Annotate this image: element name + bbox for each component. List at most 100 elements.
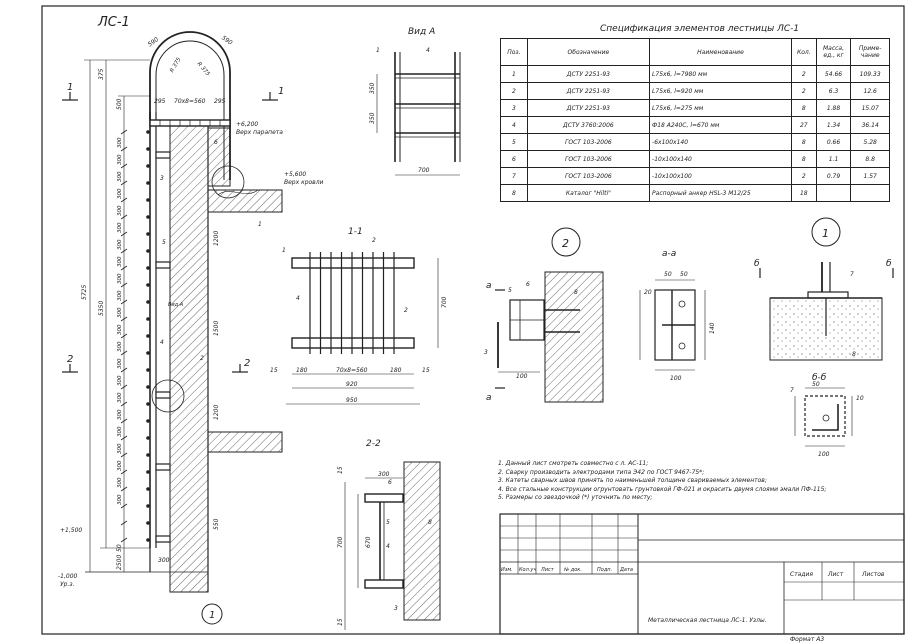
dim-2500: 2500 (116, 555, 123, 570)
elevation-dimension-ticks (120, 129, 128, 543)
callout-8b: 8 (852, 351, 856, 358)
dim-300-label: 300 (117, 460, 123, 471)
note-2: 2. Сварку производить электродами типа Э… (498, 468, 705, 476)
dim-tick (120, 197, 128, 203)
dim-tick (120, 146, 128, 152)
dim-wall-1200b: 1200 (213, 405, 220, 420)
callout-3: 3 (484, 349, 488, 356)
elev-roof: +5,600 (284, 171, 306, 178)
label-roof: Верх кровли (284, 179, 324, 186)
note-3: 3. Катеты сварных швов принять по наимен… (498, 477, 767, 485)
spec-cell: 6.3 (815, 82, 852, 100)
spec-cell: 54.66 (815, 65, 852, 83)
cut-1-left: 1 (67, 82, 73, 93)
note-4: 4. Все стальные конструкции огрунтовать … (498, 485, 827, 493)
section-1-1-drawing (286, 252, 439, 405)
spec-header-mass: Масса, ед., кг (815, 38, 852, 66)
dim-tick (120, 452, 128, 458)
aa-dim-140: 140 (709, 322, 716, 334)
dim-rung-pitch: 70х8=560 (174, 98, 206, 105)
rung-dot (146, 419, 150, 423)
spec-cell: 8 (790, 133, 817, 151)
elev-1500: +1,500 (60, 527, 82, 534)
callout-2c: 2 (200, 355, 204, 362)
spec-cell: -6х100х140 (649, 133, 792, 151)
dim-wall-1500: 1500 (213, 321, 220, 336)
spec-cell: -10х100х140 (649, 150, 792, 168)
va-dim-350b: 350 (369, 112, 376, 124)
node-1-marker (201, 603, 223, 625)
node-2-drawing (495, 227, 604, 403)
spec-cell: 7 (500, 167, 528, 185)
spec-cell: ДСТУ 3760:2006 (526, 116, 651, 134)
callout-1: 1 (376, 47, 380, 54)
s11-dim-180: 180 (296, 367, 308, 374)
callout-3b: 3 (394, 605, 398, 612)
dim-tick (120, 299, 128, 305)
spec-header-qty: Кол. (790, 38, 817, 66)
stamp-col-3: Лист (540, 567, 555, 573)
rung-dot (146, 164, 150, 168)
sheet-title: ЛС-1 (97, 15, 130, 30)
dim-top-b: 590 (220, 34, 234, 46)
section-aa-title: а-а (662, 249, 676, 259)
rung-dot (146, 504, 150, 508)
callout-6: 6 (526, 281, 530, 288)
spec-cell: 8 (790, 99, 817, 117)
spec-cell: 1.34 (815, 116, 852, 134)
callout-5b: 5 (386, 519, 390, 526)
spec-cell: 1 (500, 65, 528, 83)
node-1-marker-label: 1 (209, 610, 215, 621)
rung-dot (146, 368, 150, 372)
rung-dot (146, 436, 150, 440)
spec-cell: 2 (790, 65, 817, 83)
aa-dim-50b: 50 (680, 271, 688, 278)
s11-dim-950: 950 (346, 397, 358, 404)
aa-dim-50: 50 (664, 271, 672, 278)
spec-cell: 8 (500, 184, 528, 202)
floor-slab (207, 431, 283, 453)
callout-1c: 1 (258, 221, 262, 228)
dim-tick (120, 401, 128, 407)
dim-300-label: 300 (117, 273, 123, 284)
callout-3c: 3 (160, 175, 164, 182)
rung-dot (146, 181, 150, 185)
spec-cell: 12.6 (850, 82, 890, 100)
title-block (499, 513, 905, 635)
rung-dot (146, 215, 150, 219)
callout-6c: 6 (214, 139, 218, 146)
dim-tick (120, 418, 128, 424)
spec-cell: 2 (500, 82, 528, 100)
spec-cell: -10х100х100 (649, 167, 792, 185)
callout-4: 4 (426, 47, 430, 54)
spec-cell: Каталог "Hilti" (526, 184, 651, 202)
ladder-elevation (85, 31, 283, 593)
s11-dim-15b: 15 (422, 367, 430, 374)
spec-cell: ГОСТ 103-2006 (526, 167, 651, 185)
spec-cell: ДСТУ 2251-93 (526, 82, 651, 100)
cut-2-left: 2 (67, 354, 73, 365)
label-view-a: Вид А (168, 302, 184, 308)
dim-tick (120, 180, 128, 186)
dim-tick (120, 333, 128, 339)
spec-cell: 15.07 (850, 99, 890, 117)
spec-cell: 1.88 (815, 99, 852, 117)
rung-dot (146, 198, 150, 202)
rung-dot (146, 300, 150, 304)
spec-cell: 3 (500, 99, 528, 117)
node-2-label: 2 (562, 237, 569, 250)
callout-2: 2 (372, 237, 376, 244)
dim-tick (120, 503, 128, 509)
bb-dim-10: 10 (856, 395, 864, 402)
rung-dot (146, 317, 150, 321)
spec-cell: ДСТУ 2251-93 (526, 65, 651, 83)
dim-300-label: 300 (117, 222, 123, 233)
spec-cell: 109.33 (850, 65, 890, 83)
dim-300-label: 300 (117, 358, 123, 369)
s11-dim-180b: 180 (390, 367, 402, 374)
view-a-drawing (376, 52, 461, 176)
rung-dot (146, 130, 150, 134)
